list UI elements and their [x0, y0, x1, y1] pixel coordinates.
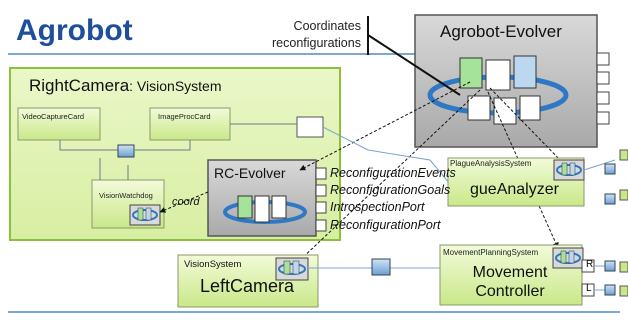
video-capture-card-label: VideoCaptureCard — [22, 112, 84, 121]
note-line-1: Coordinates — [293, 19, 361, 33]
rc-evolver-port-1 — [315, 167, 327, 180]
vcc-ipc-connector — [59, 140, 118, 151]
evolver-to-rc-arrow — [299, 81, 471, 171]
image-proc-card-label: ImageProcCard — [158, 112, 211, 121]
left-camera-interface — [371, 258, 391, 276]
agrobot-evolver-port-4 — [596, 111, 610, 125]
image-proc-card-box — [149, 107, 231, 141]
movement-far-port-l — [619, 285, 628, 297]
plague-analysis-system-label: PlagueAnalysisSystem — [450, 159, 532, 168]
port-reconfiguration: ReconfigurationPort — [330, 218, 441, 232]
coord-label: coord — [172, 196, 200, 208]
port-introspection: IntrospectionPort — [330, 200, 425, 214]
left-camera-name-label: LeftCamera — [200, 276, 295, 296]
note-line-2: reconfigurations — [272, 36, 361, 50]
port-reconfiguration-goals: ReconfigurationGoals — [330, 183, 451, 197]
ipc-connector — [135, 140, 191, 151]
left-camera-type-label: VisionSystem — [184, 259, 242, 270]
plague-out-port-2 — [604, 193, 616, 205]
movement-out-port-r — [604, 260, 616, 272]
note-leader — [367, 34, 461, 96]
agrobot-evolver-port-3 — [596, 91, 610, 105]
right-camera-bus — [322, 126, 456, 191]
right-camera-label: RightCamera: VisionSystem — [29, 76, 222, 96]
vision-watchdog-reconfig-icon — [129, 204, 161, 226]
agrobot-evolver-port-2 — [596, 71, 610, 85]
evolver-to-left-camera-arrow — [297, 89, 481, 263]
movement-controller-line-1: Movement — [472, 264, 548, 281]
rc-evolver-port-4 — [315, 219, 327, 232]
coord-arrow — [159, 191, 209, 213]
rc-evolver-reconfig-icon — [223, 195, 307, 224]
vision-watchdog-label: VisionWatchdog — [99, 191, 153, 200]
plague-out-port-4 — [619, 189, 628, 201]
plague-out-1 — [583, 159, 616, 171]
agrobot-evolver-reconfig-icon — [427, 55, 569, 125]
left-camera-reconfig-icon — [275, 257, 309, 281]
plague-analyzer-label: gueAnalyzer — [470, 181, 559, 198]
agrobot-evolver-port-1 — [596, 52, 610, 66]
vcc-ipc-interface — [117, 144, 135, 158]
movement-planning-system-label: MovementPlanningSystem — [443, 248, 539, 257]
coordination-note: Coordinates reconfigurations — [272, 18, 361, 52]
movement-controller-line-2: Controller — [475, 283, 545, 300]
plague-analyzer-reconfig-icon — [553, 159, 585, 181]
plague-out-port-1 — [604, 163, 616, 175]
movement-out-port-l — [604, 284, 616, 296]
port-r-label: R — [586, 259, 594, 270]
rc-evolver-label: RC-Evolver — [214, 165, 286, 181]
right-camera-name: RightCamera — [29, 76, 130, 95]
page-title: Agrobot — [16, 14, 133, 47]
rc-evolver-port-3 — [315, 201, 327, 214]
plague-out-port-3 — [619, 149, 628, 161]
right-camera-output-port — [296, 116, 324, 138]
movement-controller-reconfig-icon — [552, 247, 584, 269]
movement-far-port-r — [619, 261, 628, 273]
video-capture-card-box — [17, 107, 101, 141]
rc-evolver-port-2 — [315, 184, 327, 197]
port-reconfiguration-events: ReconfigurationEvents — [330, 166, 456, 180]
right-camera-type: : VisionSystem — [129, 78, 222, 94]
agrobot-evolver-label: Agrobot-Evolver — [440, 22, 562, 41]
port-l-label: L — [586, 283, 592, 294]
evolver-to-plague-arrow — [489, 87, 566, 166]
